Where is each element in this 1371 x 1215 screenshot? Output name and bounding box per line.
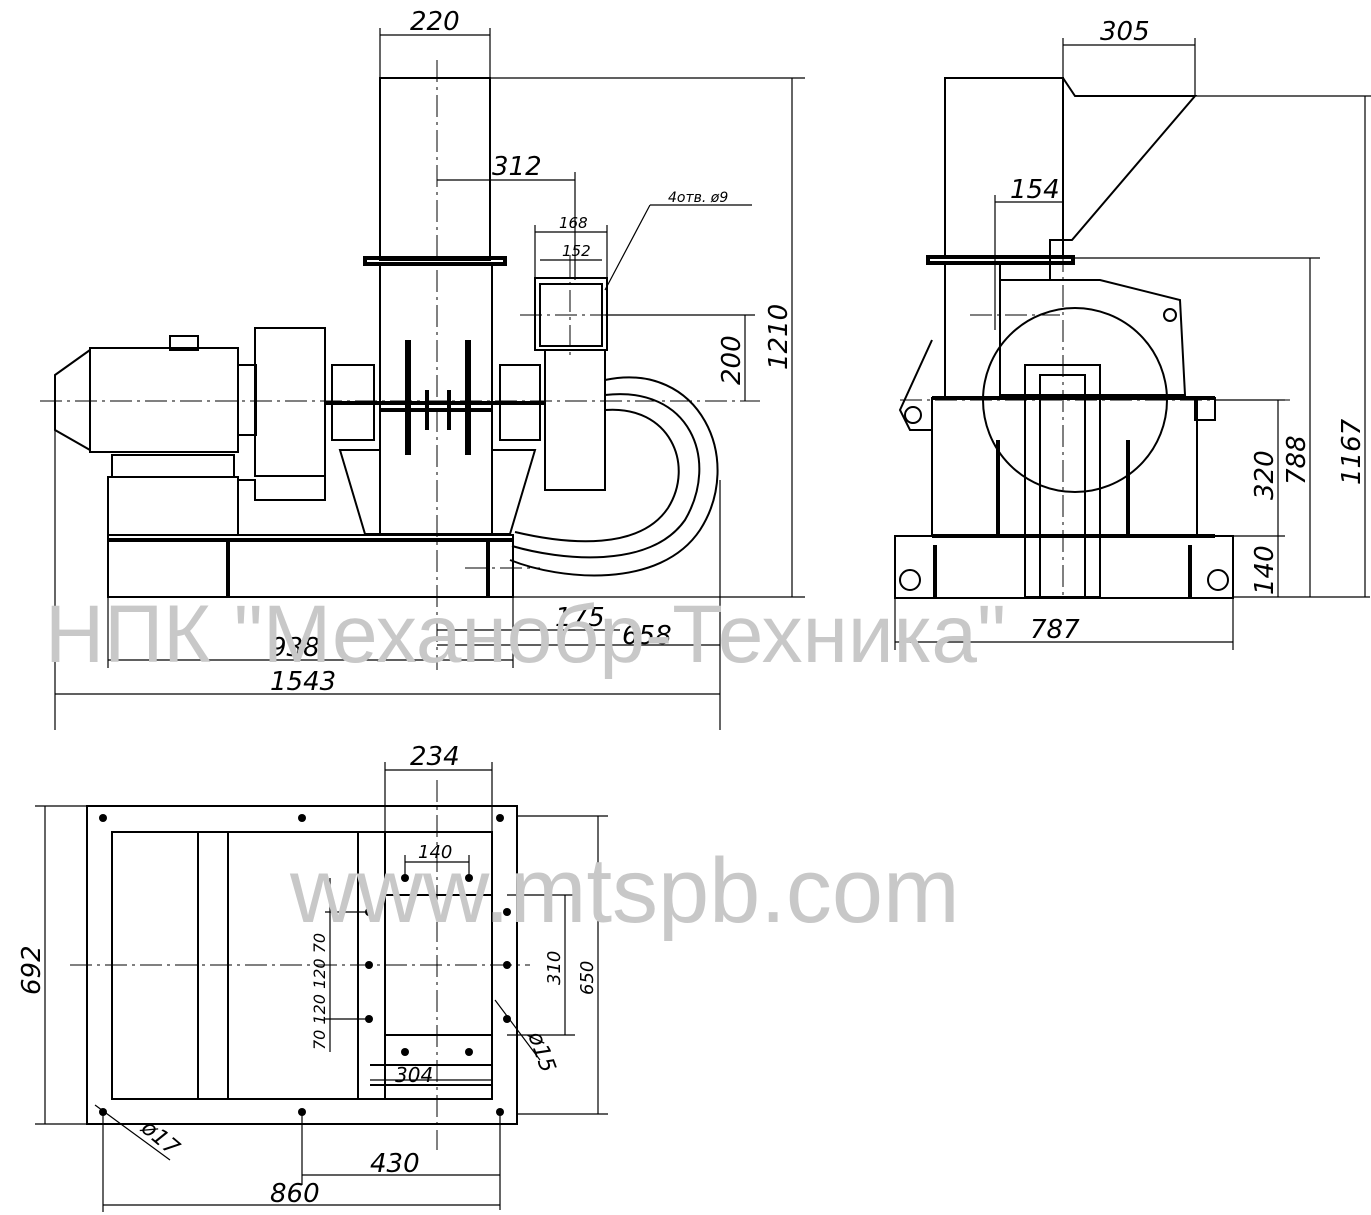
dim-938: 938 (270, 633, 320, 663)
dim-140: 140 (1250, 545, 1280, 595)
dim-430: 430 (370, 1149, 420, 1179)
front-view (40, 60, 760, 670)
front-dimensions: 220 312 168 152 4отв. ø9 200 1210 175 65… (54, 7, 805, 730)
side-bracket-left (898, 339, 933, 431)
dim-1167: 1167 (1337, 418, 1367, 485)
dim-152: 152 (562, 242, 591, 260)
dim-304: 304 (395, 1063, 433, 1087)
dim-140-plan: 140 (418, 842, 452, 863)
dim-234: 234 (410, 742, 460, 772)
dim-787: 787 (1030, 615, 1080, 645)
side-body-upper (944, 262, 1001, 399)
motor-foot (111, 454, 235, 478)
dim-1543: 1543 (270, 667, 336, 697)
motor-cap (54, 348, 91, 452)
dim-658: 658 (622, 621, 672, 651)
holes-note: 4отв. ø9 (668, 190, 728, 206)
plan-dimensions: 234 140 70 120 120 70 310 650 692 304 ø1… (17, 742, 608, 1212)
dim-320: 320 (1250, 450, 1280, 500)
side-pivot-left (904, 406, 922, 424)
plan-view (70, 780, 530, 1150)
side-hopper (1049, 77, 1198, 281)
hopper-right (491, 449, 537, 535)
dim-310: 310 (544, 951, 565, 985)
dim-154: 154 (1010, 175, 1060, 205)
dim-220: 220 (410, 7, 460, 37)
dim-650: 650 (577, 961, 598, 995)
dim-200: 200 (717, 335, 747, 385)
crusher-body (379, 263, 493, 535)
hole-pitch-left: 70 120 120 70 (310, 933, 329, 1050)
motor-body (89, 347, 239, 453)
side-base (894, 535, 1234, 599)
base-frame (107, 534, 514, 598)
hopper-left (338, 449, 381, 535)
watermark-company: НПК "Механобр-Техника" (45, 589, 1006, 680)
dim-788: 788 (1282, 435, 1312, 485)
dim-305: 305 (1100, 17, 1150, 47)
dim-17: ø17 (135, 1115, 184, 1161)
dim-175: 175 (555, 603, 605, 633)
coupling-housing (254, 327, 326, 477)
side-pivot-right (1194, 397, 1216, 421)
side-view (894, 75, 1290, 600)
side-rotor-housing (999, 279, 1187, 396)
side-corner-bolt (1163, 308, 1177, 322)
motor-stand (107, 476, 239, 536)
return-duct-outer (509, 376, 719, 577)
side-inlet-pipe (944, 77, 1064, 259)
rotor-hammers (380, 340, 492, 455)
side-dimensions: 305 154 320 140 788 1167 787 (894, 17, 1371, 650)
fan-volute (544, 349, 606, 491)
dim-1210: 1210 (764, 304, 794, 370)
side-frame (931, 397, 1198, 537)
coupling-bracket (237, 476, 326, 535)
return-duct-mid (511, 393, 701, 559)
dim-168: 168 (559, 214, 588, 232)
motor-fan-cover (237, 364, 257, 436)
fan-outlet-flange (534, 277, 608, 351)
return-duct-inner (514, 408, 680, 543)
side-wheel-left (899, 569, 921, 591)
dim-312: 312 (492, 152, 542, 182)
dim-692: 692 (17, 945, 47, 995)
inlet-pipe (379, 77, 491, 261)
side-wheel-right (1207, 569, 1229, 591)
watermark-site: www.mtspb.com (289, 840, 960, 942)
dim-860: 860 (270, 1179, 320, 1209)
motor-terminal-box (169, 335, 199, 351)
